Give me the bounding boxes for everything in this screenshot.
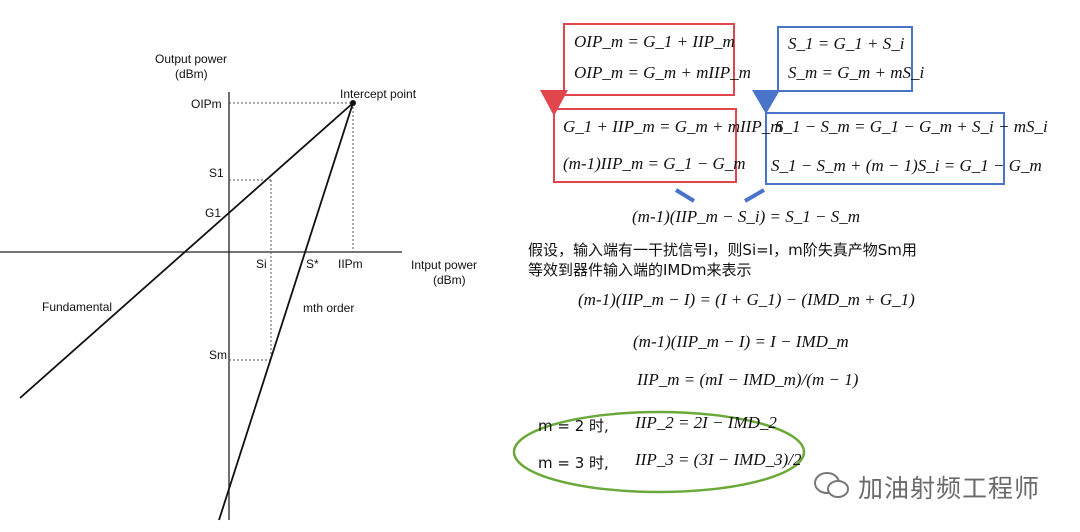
- mth-order-label: mth order: [303, 301, 355, 315]
- blue-arrow: [752, 90, 780, 114]
- mth-order-line: [218, 102, 354, 521]
- fundamental-line: [19, 102, 354, 399]
- blue-tick: [743, 188, 766, 203]
- y-axis-unit: (dBm): [175, 67, 208, 81]
- watermark: 加油射频工程师: [858, 474, 1041, 503]
- m3-prefix: m = 3 时,: [538, 454, 609, 472]
- eq-simplified: (m-1)(IIP_m − I) = I − IMD_m: [633, 332, 849, 351]
- note-line-2: 等效到器件输入端的IMDm来表示: [528, 261, 752, 279]
- blue-box-top: [777, 26, 913, 92]
- eq-blue-mid-2: S_1 − S_m + (m − 1)S_i = G_1 − G_m: [771, 156, 1042, 175]
- wechat-icon: [814, 472, 849, 498]
- intercept-point-label: Intercept point: [340, 87, 417, 101]
- red-box-top: [563, 23, 735, 96]
- fundamental-label: Fundamental: [42, 300, 113, 314]
- x-axis-unit: (dBm): [433, 273, 466, 287]
- note-line-1: 假设，输入端有一干扰信号I，则Si=I，m阶失真产物Sm用: [528, 241, 917, 259]
- eq-red-top-2: OIP_m = G_m + mIIP_m: [574, 63, 751, 82]
- result-highlight-ellipse: [512, 410, 806, 494]
- y-axis-title: Output power: [155, 52, 228, 66]
- eq-substituted: (m-1)(IIP_m − I) = (I + G_1) − (IMD_m + …: [578, 290, 915, 309]
- sm-label: Sm: [209, 348, 227, 362]
- eq-red-top-1: OIP_m = G_1 + IIP_m: [574, 32, 735, 51]
- red-arrow: [540, 90, 568, 116]
- eq-blue-top-2: S_m = G_m + mS_i: [788, 63, 925, 82]
- blue-box-mid: [765, 112, 1005, 185]
- eq-red-mid-1: G_1 + IIP_m = G_m + mIIP_m: [563, 117, 783, 136]
- eq-blue-top-1: S_1 = G_1 + S_i: [788, 34, 905, 53]
- eq-iip2: IIP_2 = 2I − IMD_2: [635, 413, 777, 432]
- sstar-label: S*: [306, 257, 319, 271]
- si-label: Si: [256, 257, 267, 271]
- eq-combined: (m-1)(IIP_m − S_i) = S_1 − S_m: [632, 207, 860, 226]
- x-axis-title: Intput power: [411, 258, 478, 272]
- eq-blue-mid-1: S_1 − S_m = G_1 − G_m + S_i − mS_i: [775, 117, 1048, 136]
- s1-label: S1: [209, 166, 224, 180]
- m2-prefix: m = 2 时,: [538, 417, 609, 435]
- g1-label: G1: [205, 206, 222, 220]
- eq-iip-general: IIP_m = (mI − IMD_m)/(m − 1): [637, 370, 859, 389]
- red-box-mid: [553, 108, 737, 183]
- oip-label: OIPm: [191, 97, 222, 111]
- intercept-point: [350, 100, 356, 106]
- eq-red-mid-2: (m-1)IIP_m = G_1 − G_m: [563, 154, 746, 173]
- red-tick: [674, 188, 696, 203]
- iip-label: IIPm: [338, 257, 363, 271]
- eq-iip3: IIP_3 = (3I − IMD_3)/2: [635, 450, 802, 469]
